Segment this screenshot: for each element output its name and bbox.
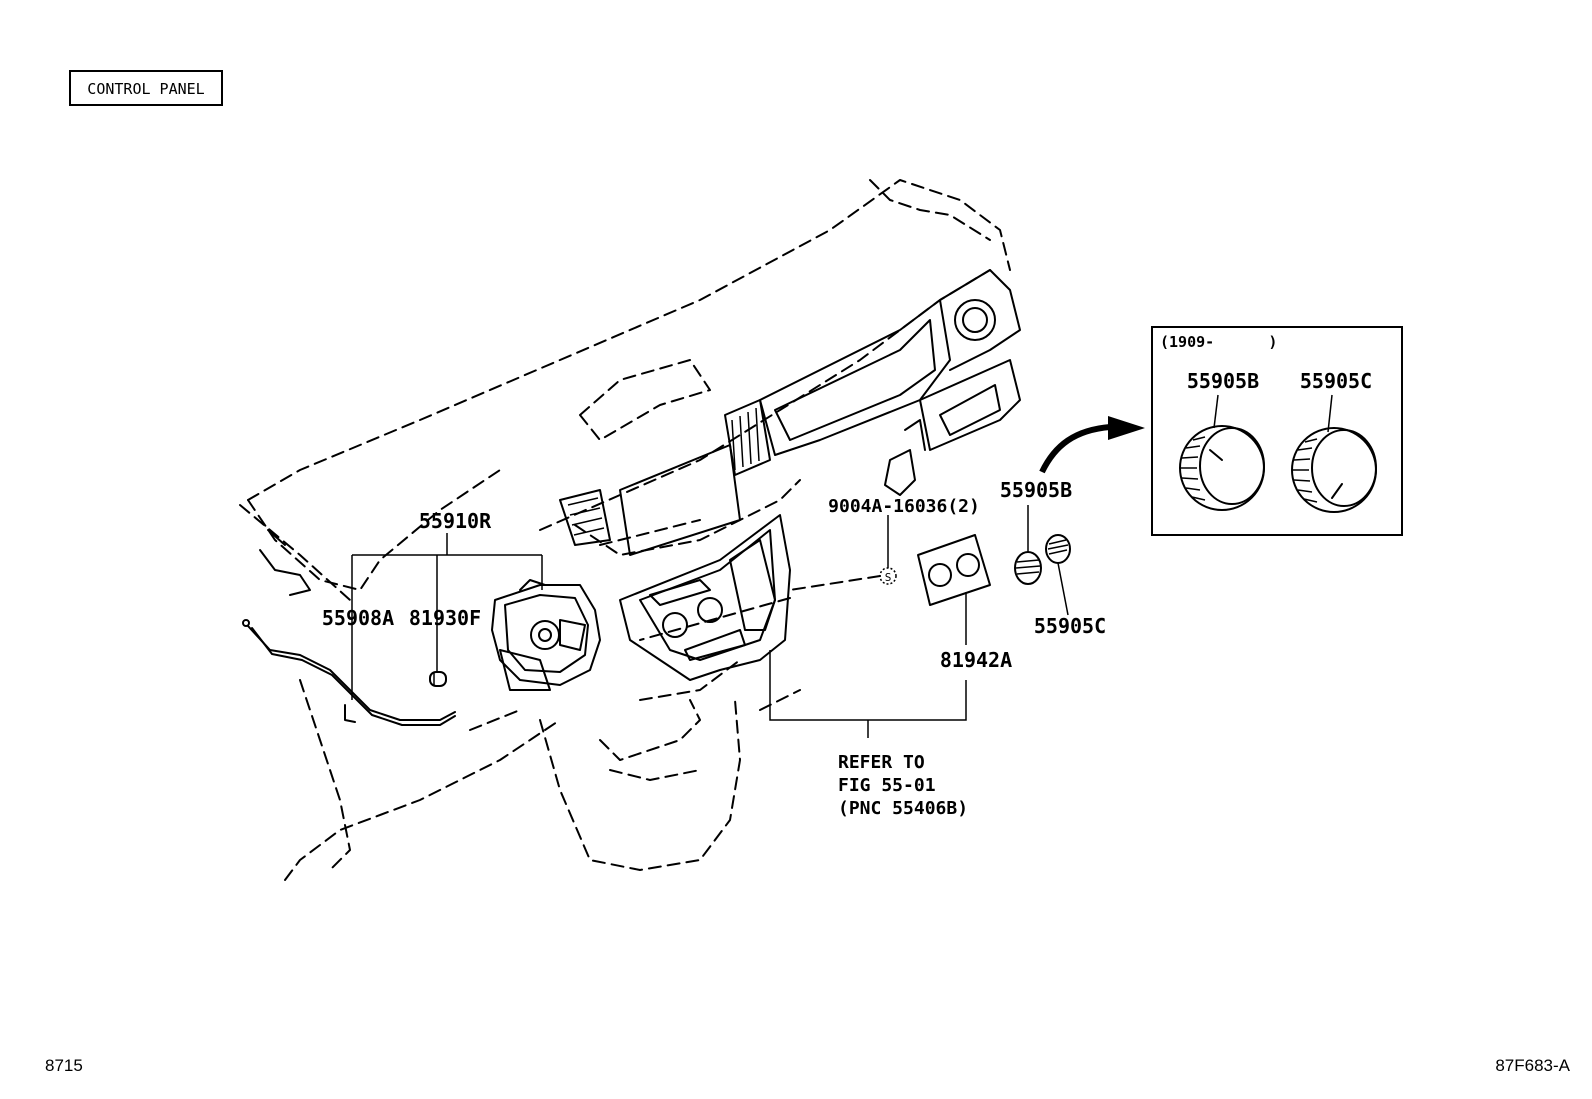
- knob-55905b: [1014, 551, 1042, 585]
- label-81942a: 81942A: [940, 648, 1012, 672]
- inset-label-55905c: 55905C: [1300, 369, 1372, 393]
- inset-knob-55905c: [1291, 427, 1377, 513]
- inset-box: (1909- ) 55905B 55905C: [1151, 326, 1403, 536]
- refer-line-2: FIG 55-01: [838, 775, 936, 796]
- footer-right: 87F683-A: [1495, 1056, 1570, 1075]
- callout-labels: 55910R 55908A 81930F 9004A-16036(2) 5590…: [322, 478, 1106, 672]
- dashboard-details: [259, 269, 1021, 681]
- refer-line-1: REFER TO: [838, 752, 925, 773]
- label-55910r: 55910R: [419, 509, 492, 533]
- leader-lines: [351, 505, 1069, 738]
- screw-symbol: S: [879, 567, 897, 585]
- cable-55908a: [242, 619, 456, 726]
- label-55908a: 55908A: [322, 606, 394, 630]
- inset-label-55905b: 55905B: [1187, 369, 1259, 393]
- inset-period: (1909- ): [1160, 333, 1277, 351]
- arrow-to-inset: [1039, 416, 1145, 474]
- bulb-81930f: [429, 671, 447, 687]
- label-9004a: 9004A-16036(2): [828, 496, 980, 517]
- label-55905c: 55905C: [1034, 614, 1106, 638]
- label-55905b: 55905B: [1000, 478, 1072, 502]
- heater-control-unit: [491, 579, 601, 691]
- title-box: CONTROL PANEL: [69, 70, 223, 106]
- knob-55905c: [1045, 534, 1071, 564]
- dashboard-outline: [239, 179, 1011, 881]
- footer-left: 8715: [45, 1056, 83, 1075]
- refer-line-3: (PNC 55406B): [838, 798, 968, 819]
- diagram-title: CONTROL PANEL: [87, 80, 204, 98]
- refer-note: REFER TO FIG 55-01 (PNC 55406B): [838, 752, 968, 819]
- panel-81942a: [917, 534, 991, 606]
- inset-knob-55905b: [1179, 425, 1265, 511]
- screw-symbol-label: S: [885, 571, 892, 584]
- label-81930f: 81930F: [409, 606, 481, 630]
